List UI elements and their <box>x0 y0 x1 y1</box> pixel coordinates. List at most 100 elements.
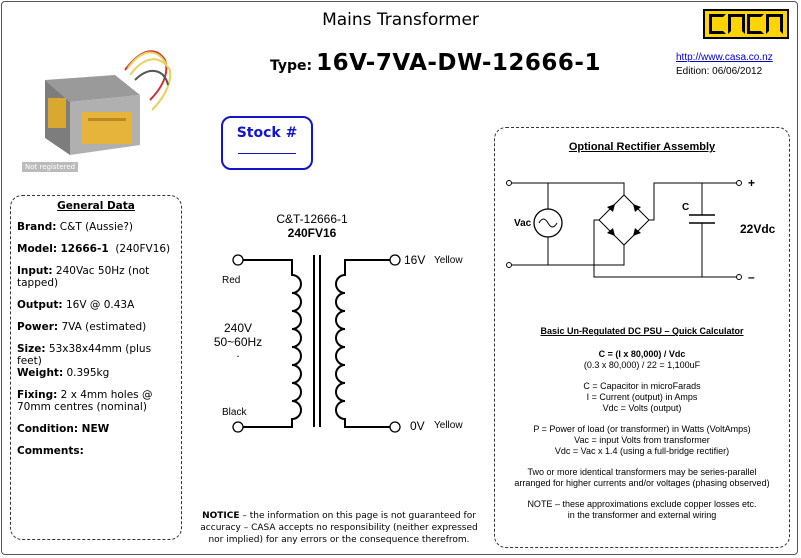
diode-3-icon <box>607 228 615 236</box>
casa-logo <box>703 9 789 39</box>
bridge-top-wire <box>548 182 625 195</box>
size-row: Size: 53x38x44mm (plus feet)Weight: 0.39… <box>17 343 175 379</box>
def-vdc-calc: Vdc = Vac x 1.4 (using a full-bridge rec… <box>554 446 730 456</box>
diode-2-icon <box>633 204 641 212</box>
weight-label: Weight: <box>17 367 64 379</box>
fixing-value: 2 x 4mm holes @ 70mm centres (nominal) <box>17 389 153 413</box>
edition-date: Edition: 06/06/2012 <box>676 66 763 77</box>
logo-letter-a2 <box>766 14 783 34</box>
schematic-model: 240FV16 <box>288 226 337 240</box>
transformer-photo <box>45 50 172 155</box>
type-line: Type:16V-7VA-DW-12666-1 <box>270 50 601 76</box>
primary-top-terminal <box>232 254 244 266</box>
diode-1-icon <box>607 204 615 212</box>
negative-rail <box>593 245 736 278</box>
rectifier-panel <box>494 127 790 548</box>
condition-row: Condition: NEW <box>17 423 175 435</box>
primary-voltage: 240V <box>224 321 252 335</box>
brand-value: C&T (Aussie?) <box>56 221 133 233</box>
input-bottom-node <box>506 262 512 268</box>
general-data-heading: General Data <box>57 200 135 212</box>
logo-letter-s <box>747 14 764 34</box>
note-block: NOTE – these approximations exclude copp… <box>500 499 784 521</box>
general-data-panel: General Data Brand: C&T (Aussie?) Model:… <box>10 195 182 540</box>
model-extra: (240FV16) <box>108 243 171 255</box>
minus-label: – <box>748 270 755 284</box>
diode-4-icon <box>633 228 641 236</box>
vac-bottom-wire <box>512 237 549 266</box>
fixing-row: Fixing: 2 x 4mm holes @ 70mm centres (no… <box>17 389 175 413</box>
series-line-2: arranged for higher currents and/or volt… <box>514 478 770 488</box>
output-plus-node <box>736 180 742 186</box>
phase-dot: . <box>236 346 239 360</box>
secondary-top-color: Yellow <box>434 255 463 266</box>
input-top-node <box>506 180 512 186</box>
formula-example: (0.3 x 80,000) / 22 = 1,100uF <box>583 360 701 370</box>
model-value: 12666-1 <box>60 243 109 255</box>
secondary-winding <box>335 259 390 428</box>
vac-top-wire <box>512 182 549 209</box>
stock-label: Stock # <box>236 125 298 141</box>
not-registered-tag: Not registered <box>22 162 79 172</box>
output-row: Output: 16V @ 0.43A <box>17 299 175 311</box>
comments-label: Comments: <box>17 445 84 457</box>
weight-value: 0.395kg <box>63 367 110 379</box>
notice-body: – the information on this page is not gu… <box>200 511 478 545</box>
type-label: Type: <box>270 58 313 74</box>
input-label: Input: <box>17 265 53 277</box>
formula-block: C = (I x 80,000) / Vdc(0.3 x 80,000) / 2… <box>500 349 784 371</box>
output-voltage-label: 22Vdc <box>740 222 776 236</box>
logo-letter-c <box>709 14 726 34</box>
input-row: Input: 240Vac 50Hz (not tapped) <box>17 265 175 289</box>
secondary-top-terminal <box>389 254 401 266</box>
bridge-left-wire <box>548 219 599 266</box>
brand-label: Brand: <box>17 221 57 233</box>
series-parallel-block: Two or more identical transformers may b… <box>500 467 784 489</box>
secondary-bottom-terminal <box>389 421 401 433</box>
schematic-part: C&T-12666-1 <box>276 212 348 226</box>
output-value: 16V @ 0.43A <box>62 299 135 311</box>
calculator-heading: Basic Un-Regulated DC PSU – Quick Calcul… <box>540 326 744 336</box>
secondary-top-voltage: 16V <box>404 253 425 267</box>
secondary-bottom-color: Yellow <box>434 420 463 431</box>
model-label: Model: <box>17 243 58 255</box>
def-i: I = Current (output) in Amps <box>586 392 698 402</box>
size-label: Size: <box>17 343 46 355</box>
condition-value: NEW <box>78 423 110 435</box>
calculator-section: Basic Un-Regulated DC PSU – Quick Calcul… <box>500 326 784 531</box>
note-line-1: NOTE – these approximations exclude copp… <box>527 499 757 509</box>
notice-bold: NOTICE <box>202 511 240 521</box>
primary-winding <box>243 259 302 428</box>
bridge-diamond <box>598 194 650 246</box>
size-value: 53x38x44mm (plus feet) <box>17 343 152 367</box>
transformer-schematic: C&T-12666-1 240FV16 Red Black 240V 50~60… <box>214 212 464 433</box>
comments-row: Comments: <box>17 445 175 457</box>
plus-label: + <box>748 176 755 190</box>
vac-label: Vac <box>514 218 532 229</box>
primary-bottom-terminal <box>232 421 244 433</box>
def-vac: Vac = input Volts from transformer <box>574 435 710 445</box>
rectifier-title: Optional Rectifier Assembly <box>568 141 716 153</box>
brand-row: Brand: C&T (Aussie?) <box>17 221 175 233</box>
secondary-bottom-voltage: 0V <box>410 419 425 433</box>
power-row: Power: 7VA (estimated) <box>17 321 175 333</box>
power-value: 7VA (estimated) <box>58 321 147 333</box>
series-line-1: Two or more identical transformers may b… <box>527 467 757 477</box>
primary-frequency: 50~60Hz <box>214 335 262 349</box>
def-p: P = Power of load (or transformer) in Wa… <box>533 424 751 434</box>
red-wire-label: Red <box>222 275 240 286</box>
def-vdc: Vdc = Volts (output) <box>602 403 682 413</box>
stock-box: Stock # <box>221 116 313 170</box>
fixing-label: Fixing: <box>17 389 58 401</box>
output-minus-node <box>736 274 742 280</box>
rectifier-schematic: Vac C 22Vdc + – <box>506 176 776 284</box>
def-c: C = Capacitor in microFarads <box>583 381 701 391</box>
model-row: Model: 12666-1 (240FV16) <box>17 243 175 255</box>
website-link[interactable]: http://www.casa.co.nz <box>676 52 773 63</box>
condition-label: Condition: <box>17 423 79 435</box>
capacitor-label: C <box>682 202 689 213</box>
notice-text: NOTICE – the information on this page is… <box>196 510 482 546</box>
input-value: 240Vac 50Hz (not tapped) <box>17 265 150 289</box>
